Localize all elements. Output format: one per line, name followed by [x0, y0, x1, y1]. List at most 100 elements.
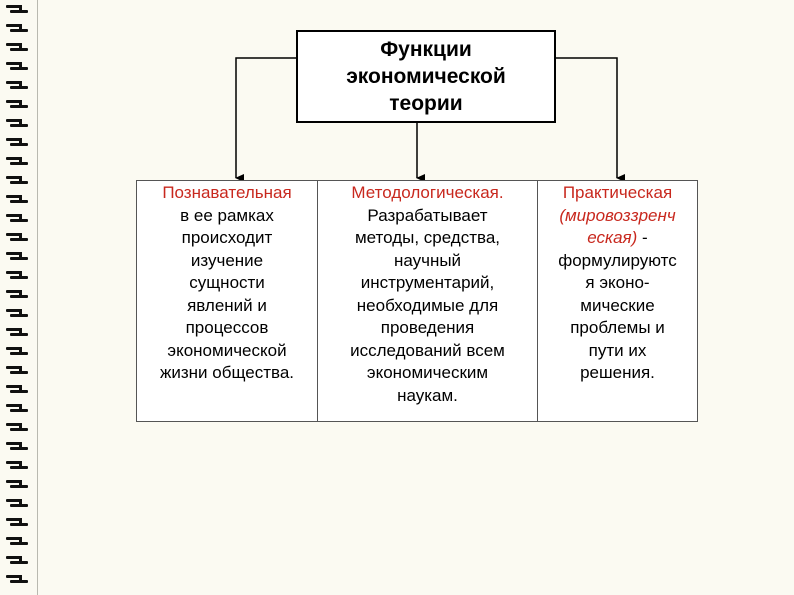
column-line: инструментарий, — [318, 272, 537, 295]
text-fragment: формулируютс — [558, 250, 677, 270]
text-fragment: явлений и — [187, 295, 267, 315]
binding-ring — [6, 498, 28, 508]
title-text: Функции экономической теории — [346, 36, 506, 117]
binding-ring — [6, 42, 28, 52]
column-line: методы, средства, — [318, 227, 537, 250]
column-line: формулируютс — [538, 250, 697, 273]
column-heading: Методологическая. — [318, 182, 537, 205]
column-line: в ее рамках — [137, 205, 317, 228]
column-line: я эконо- — [538, 272, 697, 295]
text-fragment: я эконо- — [585, 273, 650, 292]
binding-ring — [6, 460, 28, 470]
title-box: Функции экономической теории — [296, 30, 556, 123]
text-fragment: в ее рамках — [180, 205, 274, 225]
column-line: наукам. — [318, 385, 537, 408]
text-fragment: экономической — [167, 340, 287, 360]
column-line: исследований всем — [318, 340, 537, 363]
binding-ring — [6, 308, 28, 318]
arrow-left — [235, 57, 296, 182]
text-fragment: Разрабатывает — [367, 205, 488, 225]
text-fragment: жизни общества. — [159, 363, 295, 382]
text-fragment: еская) — [587, 228, 638, 247]
column-line: мические — [538, 295, 697, 318]
binding-ring — [6, 289, 28, 299]
column-line: необходимые для — [318, 295, 537, 318]
arrow-right — [556, 57, 625, 182]
text-fragment: научный — [393, 250, 462, 270]
text-fragment: необходимые для — [356, 295, 499, 315]
column-line: жизни общества. — [137, 362, 317, 385]
text-fragment: экономическим — [366, 363, 489, 382]
binding-ring — [6, 118, 28, 128]
column-heading: Познавательная — [137, 182, 317, 205]
binding-ring — [6, 232, 28, 242]
text-fragment: проблемы и — [570, 318, 665, 337]
text-fragment: методы, средства, — [354, 228, 501, 247]
binding-ring — [6, 479, 28, 489]
binding-ring — [6, 327, 28, 337]
binding-ring — [6, 441, 28, 451]
text-fragment: решения. — [580, 363, 655, 382]
text-fragment: Познавательная — [162, 183, 292, 202]
column-line: происходит — [137, 227, 317, 250]
functions-table: Познавательная в ее рамках происходит изуче… — [136, 180, 698, 422]
column-line: экономической — [137, 340, 317, 363]
text-fragment: Практическая — [562, 183, 673, 202]
binding-ring — [6, 175, 28, 185]
binding-ring — [6, 270, 28, 280]
binding-ring — [6, 23, 28, 33]
column-cognitive: Познавательная в ее рамках происходит изуче… — [137, 181, 317, 421]
binding-ring — [6, 574, 28, 584]
column-line: проведения — [318, 317, 537, 340]
column-line: изучение — [137, 250, 317, 273]
column-methodological: Методологическая. Разрабатывает методы, ср… — [317, 181, 537, 421]
binding-ring — [6, 213, 28, 223]
text-fragment: процессов — [185, 318, 269, 337]
binding-ring — [6, 403, 28, 413]
text-fragment: мические — [580, 295, 655, 315]
binding-ring — [6, 517, 28, 527]
binding-ring — [6, 194, 28, 204]
binding-ring — [6, 4, 28, 14]
binding-ring — [6, 61, 28, 71]
column-line: решения. — [538, 362, 697, 385]
column-line: (мировоззренч — [538, 205, 697, 228]
text-fragment: проведения — [380, 318, 475, 337]
binding-ring — [6, 156, 28, 166]
text-fragment: происходит — [181, 228, 273, 247]
title-line: экономической — [346, 65, 506, 88]
binding-ring — [6, 384, 28, 394]
binding-ring — [6, 536, 28, 546]
text-fragment: - — [637, 228, 648, 247]
column-line: пути их — [538, 340, 697, 363]
binding-ring — [6, 422, 28, 432]
title-line: Функции — [380, 38, 472, 61]
binding-ring — [6, 346, 28, 356]
text-fragment: инструментарий, — [360, 273, 495, 292]
text-fragment: сущности — [189, 273, 265, 292]
text-fragment: исследований всем — [350, 340, 505, 360]
binding-ring — [6, 251, 28, 261]
column-heading: Практическая — [538, 182, 697, 205]
notebook-binding — [0, 0, 38, 595]
text-fragment: (мировоззренч — [559, 205, 676, 225]
binding-ring — [6, 80, 28, 90]
text-fragment: изучение — [190, 250, 264, 270]
column-line: научный — [318, 250, 537, 273]
binding-ring — [6, 365, 28, 375]
binding-ring — [6, 137, 28, 147]
column-line: сущности — [137, 272, 317, 295]
title-line: теории — [389, 92, 463, 115]
binding-ring — [6, 99, 28, 109]
column-line: экономическим — [318, 362, 537, 385]
column-line: явлений и — [137, 295, 317, 318]
column-line: Разрабатывает — [318, 205, 537, 228]
text-fragment: пути их — [588, 340, 647, 360]
text-fragment: наукам. — [397, 385, 458, 405]
binding-ring — [6, 555, 28, 565]
column-line: еская) - — [538, 227, 697, 250]
text-fragment: Методологическая. — [351, 183, 504, 202]
column-line: проблемы и — [538, 317, 697, 340]
